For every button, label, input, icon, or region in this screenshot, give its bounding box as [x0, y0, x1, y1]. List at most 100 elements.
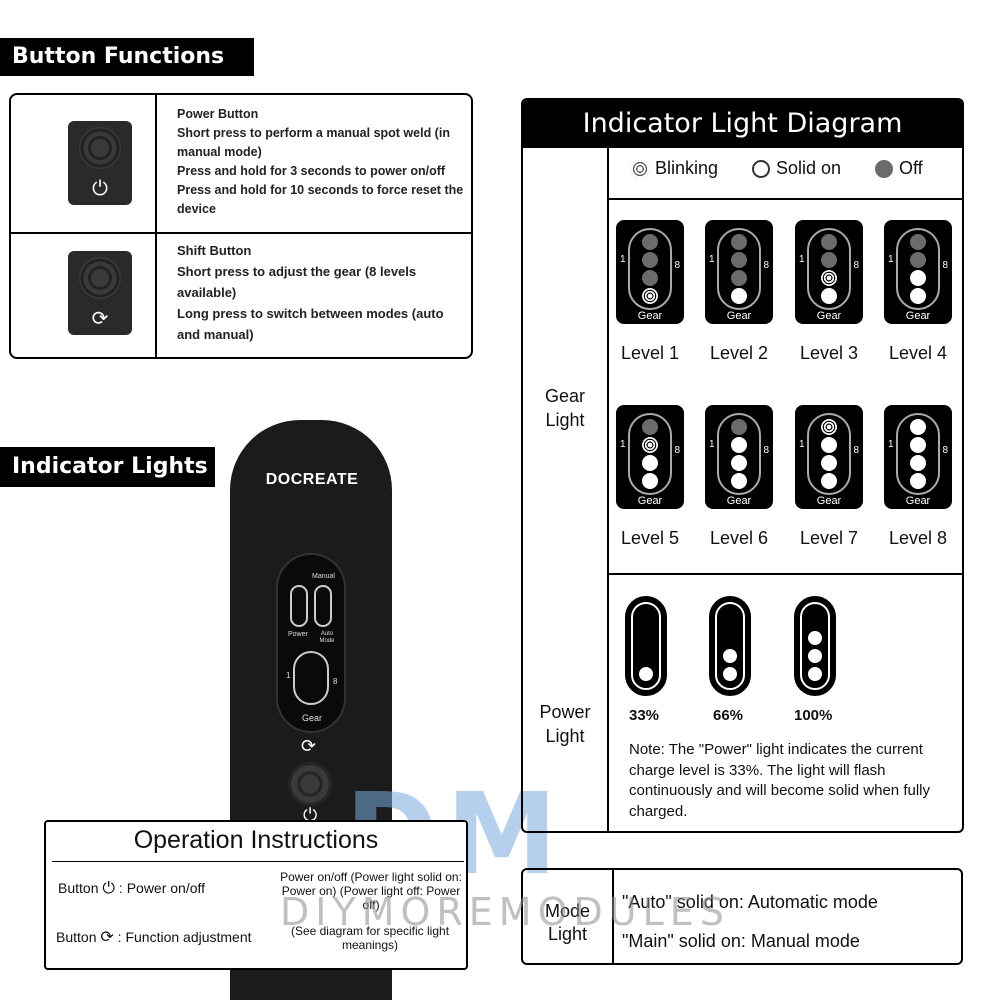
auto-mode-label: Auto Mode [319, 631, 335, 644]
power-button-line: Press and hold for 10 seconds to force r… [177, 183, 464, 216]
gear-light-label-line: Light [545, 410, 585, 430]
gear-word: Gear [637, 495, 663, 507]
gear-dot-off [642, 234, 658, 250]
gear-light-label: Gear Light [523, 384, 607, 432]
gear-min-label: 1 [709, 254, 715, 265]
shift-button-description: Shift Button Short press to adjust the g… [177, 240, 467, 345]
gear-indicator [293, 651, 329, 705]
indicator-light-diagram: Indicator Light Diagram Blinking Solid o… [521, 98, 964, 833]
gear-dot-off [731, 234, 747, 250]
power-dot [723, 649, 737, 663]
gear-max-label: 8 [853, 445, 859, 456]
shift-button-image: ⟳ [68, 251, 132, 335]
off-icon [875, 159, 893, 178]
brand-logo: DOCREATE [265, 471, 359, 488]
gear-dot-off [821, 234, 837, 250]
mode-main: "Main" solid on: Manual mode [622, 931, 860, 951]
gear-level-label: Level 1 [620, 343, 680, 363]
shift-button-title: Shift Button [177, 243, 252, 258]
function-instruction-detail: (See diagram for specific light meanings… [290, 924, 450, 952]
gear-dot-solid [821, 455, 837, 471]
power-button-description: Power Button Short press to perform a ma… [177, 105, 467, 219]
power-dot [808, 631, 822, 645]
gear-word: Gear [905, 495, 931, 507]
power-level-pill [625, 596, 667, 696]
indicator-lights-heading: Indicator Lights [0, 447, 215, 487]
power-level-pill [709, 596, 751, 696]
gear-level-label: Level 8 [888, 528, 948, 548]
gear-max-label: 8 [674, 260, 680, 271]
power-instruction-detail: Power on/off (Power light solid on: Powe… [280, 870, 462, 912]
gear-track [807, 413, 851, 495]
power-level-label: 66% [713, 707, 744, 724]
gear-track [807, 228, 851, 310]
gear-dot-solid [731, 437, 747, 453]
gear-word: Gear [816, 495, 842, 507]
gear-max-label: 8 [942, 445, 948, 456]
gear-dot-blink [821, 419, 837, 435]
legend-solid-label: Solid on [776, 158, 842, 178]
power-button-title: Power Button [177, 107, 259, 121]
power-dot [723, 667, 737, 681]
legend-solid: Solid on [752, 158, 841, 179]
power-icon: ⏻ [92, 178, 108, 200]
operation-title: Operation Instructions [133, 826, 379, 854]
gear-dot-solid [910, 288, 926, 304]
gear-dot-blink [642, 437, 658, 453]
divider [607, 573, 962, 575]
gear-word: Gear [905, 310, 931, 322]
legend-off-label: Off [899, 158, 923, 178]
device-button [288, 762, 332, 806]
power-dot [639, 667, 653, 681]
divider [155, 95, 157, 357]
gear-max-label: 8 [333, 677, 338, 686]
gear-dot-solid [821, 437, 837, 453]
gear-dot-off [731, 419, 747, 435]
gear-light-label-line: Gear [544, 386, 586, 406]
gear-max-label: 8 [674, 445, 680, 456]
legend-off: Off [875, 158, 923, 179]
power-dot [808, 667, 822, 681]
power-label: Power [288, 631, 308, 638]
gear-dot-solid [642, 473, 658, 489]
gear-track [628, 413, 672, 495]
gear-dot-solid [910, 270, 926, 286]
power-pill-inner [631, 602, 661, 690]
button-word: Button [56, 929, 97, 945]
divider [612, 870, 614, 963]
blinking-icon [631, 159, 649, 178]
gear-word: Gear [816, 310, 842, 322]
power-level-label: 100% [794, 707, 833, 724]
gear-dot-off [910, 234, 926, 250]
power-note: Note: The "Power" light indicates the cu… [629, 741, 930, 820]
indicator-panel: Manual Power Auto Mode 1 8 Gear [276, 553, 346, 733]
mode-light-label-line: Light [547, 924, 588, 944]
divider [607, 148, 609, 831]
power-light-label: Power Light [523, 700, 607, 748]
gear-min-label: 1 [620, 439, 626, 450]
gear-label: Gear [302, 713, 323, 723]
gear-word: Gear [637, 310, 663, 322]
cycle-icon: ⟳ [91, 308, 109, 330]
gear-max-label: 8 [853, 260, 859, 271]
mode-light-label-line: Mode [544, 901, 591, 921]
manual-label: Manual [312, 573, 335, 580]
gear-min-label: 1 [888, 439, 894, 450]
gear-track [628, 228, 672, 310]
power-indicator [290, 585, 308, 627]
power-button-line: Press and hold for 3 seconds to power on… [177, 164, 446, 178]
mode-light-table: Mode Light "Auto" solid on: Automatic mo… [521, 868, 963, 965]
gear-dot-off [731, 252, 747, 268]
gear-max-label: 8 [763, 445, 769, 456]
divider [607, 198, 962, 200]
cycle-icon: ⟳ [301, 736, 317, 756]
gear-track [717, 413, 761, 495]
power-pill-inner [715, 602, 745, 690]
button-functions-heading: Button Functions [0, 38, 254, 76]
gear-dot-off [821, 252, 837, 268]
